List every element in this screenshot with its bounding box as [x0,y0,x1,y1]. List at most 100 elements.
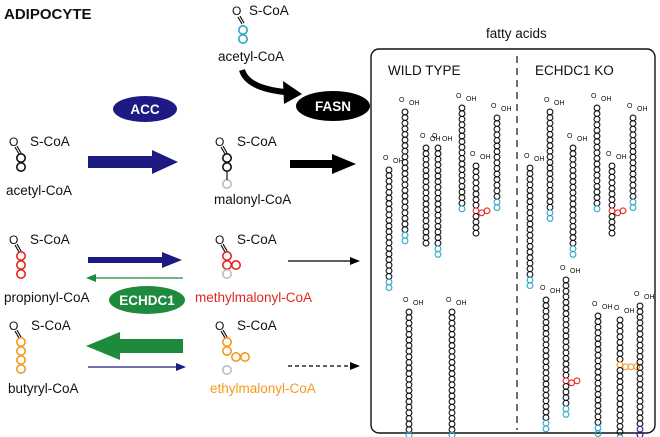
carbon-ring [493,125,501,133]
carbon-ring [448,342,456,350]
carbon-ring [434,228,442,236]
top-acetyl-coa: O S-CoA acetyl-CoA [218,3,289,64]
carbonyl-label: O [606,151,612,158]
carbon-ring [401,164,409,172]
wild-type-label: WILD TYPE [388,63,461,78]
carbon-ring [542,391,550,399]
hydroxyl-label: OH [577,136,588,143]
carbon-ring [493,114,501,122]
carbon-ring [458,160,466,168]
carbon-ring [629,176,637,184]
carbon-ring [594,396,602,404]
carbon-ring [472,218,480,226]
carbon-ring [594,340,602,348]
carbon-ring [422,183,430,191]
carbon-ring [629,170,637,178]
carbon-ring [405,431,413,437]
carbon-ring [405,364,413,372]
carbon-ring [636,425,644,433]
carbon-ring [458,138,466,146]
carbonyl-label: O [432,133,438,140]
carbon-ring [608,207,616,215]
carbon-ring [616,372,624,380]
carbon-ring [401,220,409,228]
carbon-ring [569,172,577,180]
carbon-ring [448,403,456,411]
carbon-ring [448,347,456,355]
svg-text:O: O [232,4,241,18]
carbon-ring [458,205,466,213]
carbon-ring [608,190,616,198]
carbon-ring [422,161,430,169]
carbon-ring [405,325,413,333]
carbon-ring [405,403,413,411]
carbon-ring [593,188,601,196]
hydroxyl-label: OH [570,268,581,275]
ethylmalonyl-coa-molecule: O S-CoA [215,318,277,375]
carbon-ring [594,362,602,370]
carbon-ring [629,120,637,128]
carbon-ring [401,114,409,122]
carbon-ring [594,334,602,342]
carbon-ring [594,312,602,320]
carbon-ring [546,209,554,217]
hydroxyl-label: OH [466,96,477,103]
carbon-ring [542,397,550,405]
svg-text:ECHDC1: ECHDC1 [119,293,175,308]
carbon-ring [616,333,624,341]
carbon-ring [385,172,393,180]
carbon-ring [636,431,644,437]
carbon-ring [422,206,430,214]
svg-text:O: O [9,135,18,149]
carbon-ring [629,114,637,122]
carbon-ring [401,203,409,211]
malonyl-coa-label: malonyl-CoA [214,192,291,207]
echdc1-enzyme: ECHDC1 [109,286,185,314]
carbon-ring [636,386,644,394]
carbon-ring [636,352,644,360]
carbon-ring [616,406,624,414]
carbon-ring [636,358,644,366]
carbon-ring [422,189,430,197]
carbon-ring [401,226,409,234]
carbon-ring [562,377,570,385]
svg-text:O: O [9,319,18,333]
carbon-ring [608,179,616,187]
carbon-ring [405,409,413,417]
fasn-dashed-arrow-row3 [288,362,360,370]
propionyl-coa-molecule: O S-CoA [9,232,70,279]
ethylmalonyl-coa-label: ethylmalonyl-CoA [210,381,316,396]
carbon-ring [526,282,534,290]
carbon-ring [434,250,442,258]
carbon-ring [569,200,577,208]
carbon-ring [636,336,644,344]
carbon-ring [472,201,480,209]
carbon-ring [526,170,534,178]
carbon-ring [616,389,624,397]
carbon-ring [629,159,637,167]
carbon-ring [401,175,409,183]
carbon-ring [569,217,577,225]
carbon-ring [616,383,624,391]
carbon-ring [562,298,570,306]
carbon-ring [593,154,601,162]
carbon-ring [594,318,602,326]
carbon-ring [594,413,602,421]
carbon-ring [448,370,456,378]
carbon-ring [542,369,550,377]
hydroxyl-label: OH [430,136,441,143]
carbon-ring [542,352,550,360]
carbon-ring [629,136,637,144]
carbon-ring [472,168,480,176]
acetyl-coa-molecule: O S-CoA [9,134,70,173]
row-butyryl: O S-CoA butyryl-CoA O S-CoA ethylmalo [8,318,360,396]
